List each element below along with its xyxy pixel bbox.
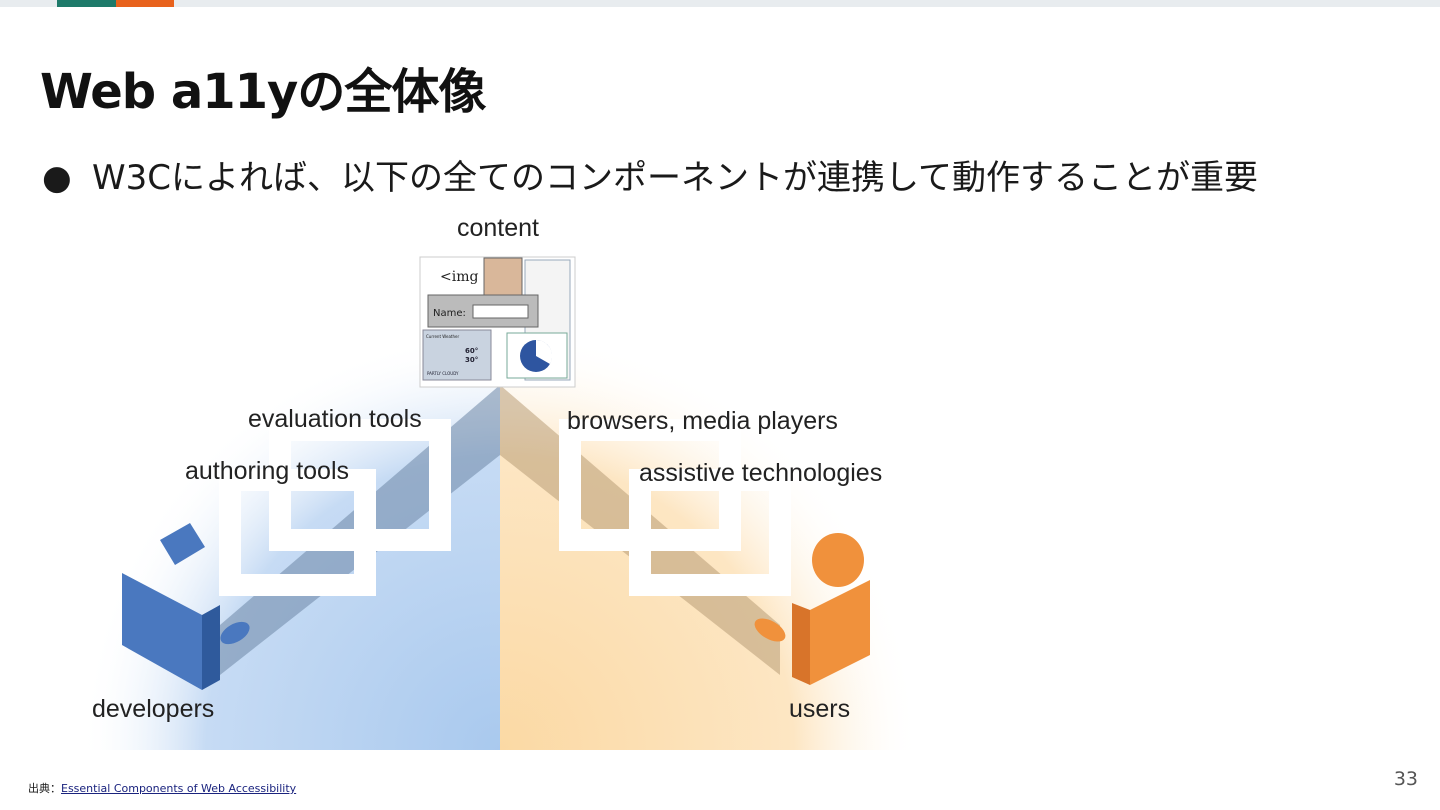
developer-figure (122, 523, 250, 690)
bullet-text: W3Cによれば、以下の全てのコンポーネントが連携して動作することが重要 (92, 158, 1258, 198)
label-content: content (457, 214, 539, 242)
content-card: <img Name: Current Weather 60° 30° PARTL… (419, 256, 576, 388)
label-authoring-tools: authoring tools (185, 457, 349, 485)
bullet-point: ● W3Cによれば、以下の全てのコンポーネントが連携して動作することが重要 (42, 150, 1258, 199)
source-prefix: 出典： (28, 782, 61, 795)
accent-orange-segment (116, 0, 174, 7)
weather-title: Current Weather (426, 334, 459, 339)
label-users: users (789, 695, 850, 723)
label-browsers: browsers, media players (567, 407, 838, 435)
page-number: 33 (1393, 768, 1418, 790)
source-link[interactable]: Essential Components of Web Accessibilit… (61, 782, 297, 795)
name-field-label: Name: (433, 308, 466, 319)
label-developers: developers (92, 695, 214, 723)
baby-photo (483, 257, 523, 299)
slide-title: Web a11yの全体像 (40, 64, 486, 120)
top-accent-bar (0, 0, 1440, 7)
label-assistive-technologies: assistive technologies (639, 459, 882, 487)
accessibility-components-diagram: <img Name: Current Weather 60° 30° PARTL… (80, 214, 920, 750)
weather-lo: 30° (465, 356, 478, 364)
label-evaluation-tools: evaluation tools (248, 405, 422, 433)
assistive-technologies-frame (629, 469, 791, 596)
img-tag-text: <img (440, 269, 478, 285)
accent-green-segment (57, 0, 116, 7)
authoring-tools-frame (219, 469, 376, 596)
weather-desc: PARTLY CLOUDY (427, 371, 459, 376)
weather-hi: 60° (465, 347, 478, 355)
user-figure (754, 533, 870, 685)
source-citation: 出典：Essential Components of Web Accessibi… (28, 780, 296, 796)
bullet-marker: ● (42, 158, 72, 198)
